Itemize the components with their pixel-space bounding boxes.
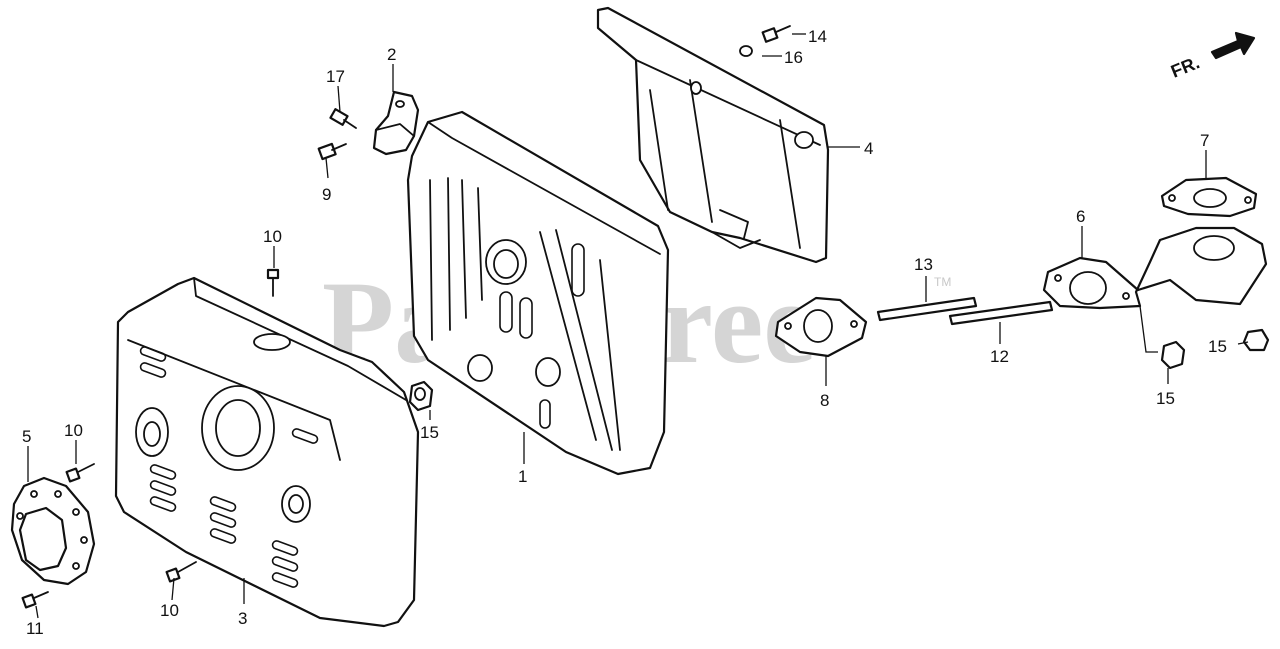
screw-11 (21, 591, 49, 609)
callout-15-center: 15 (420, 423, 439, 442)
leader-lines (27, 33, 1249, 619)
bolt-10-top (266, 268, 280, 297)
front-direction-label: FR. (1168, 52, 1202, 81)
exhaust-pipe (1042, 226, 1268, 310)
callout-3: 3 (238, 609, 247, 628)
callout-10-top: 10 (263, 227, 282, 246)
watermark-trademark: TM (934, 275, 951, 289)
stud-bolt-13 (876, 296, 978, 322)
callout-5: 5 (22, 427, 31, 446)
heat-shield (596, 6, 830, 264)
exhaust-gasket-7 (1160, 176, 1258, 218)
callout-14: 14 (808, 27, 827, 46)
bolt-10-bottom (165, 561, 197, 583)
callout-11: 11 (26, 619, 44, 638)
nut-15-right (1160, 340, 1186, 370)
spark-arrester-cap (10, 476, 96, 586)
exhaust-gasket-8 (774, 296, 868, 358)
bolt-10-left (65, 463, 95, 483)
washer-16 (739, 45, 753, 57)
callout-10-left: 10 (64, 421, 83, 440)
callout-2: 2 (387, 45, 396, 64)
muffler-protector (114, 276, 420, 628)
callout-13: 13 (914, 255, 933, 274)
nut-15-far-right (1242, 328, 1270, 352)
bolt-14 (761, 25, 791, 43)
muffler-bracket (372, 90, 420, 156)
front-direction-arrow-icon (1210, 31, 1256, 60)
callout-1: 1 (518, 467, 527, 486)
callout-15-right: 15 (1156, 389, 1175, 408)
callout-8: 8 (820, 391, 829, 410)
bolt-17 (329, 108, 357, 129)
bolt-9 (317, 142, 347, 161)
callout-16: 16 (784, 48, 803, 67)
callout-12: 12 (990, 347, 1009, 366)
callout-9: 9 (322, 185, 331, 204)
callout-17: 17 (326, 67, 345, 86)
callout-6: 6 (1076, 207, 1085, 226)
muffler-body (406, 110, 670, 476)
callout-15-far-right: 15 (1208, 337, 1227, 356)
nut-15-center (408, 380, 434, 412)
stud-bolt-12 (948, 300, 1054, 326)
callout-10-bottom: 10 (160, 601, 179, 620)
front-direction-indicator: FR. (1168, 31, 1256, 82)
callout-4: 4 (864, 139, 873, 158)
callout-7: 7 (1200, 131, 1209, 150)
